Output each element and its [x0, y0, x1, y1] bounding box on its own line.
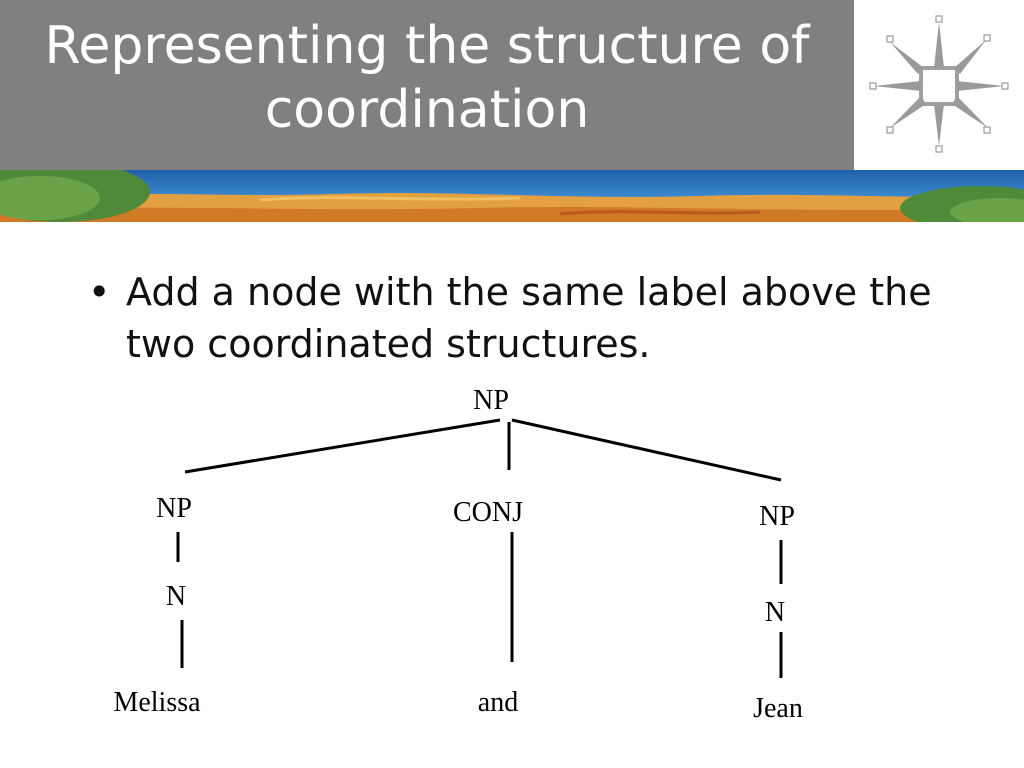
- node-conj: CONJ: [453, 497, 523, 528]
- slide-title-line-1: Representing the structure of: [44, 16, 810, 76]
- coordination-tree-diagram: NP NP CONJ NP N N Melissa and Jean: [113, 385, 803, 724]
- bullet-marker: •: [88, 270, 111, 314]
- leaf-jean: Jean: [753, 693, 803, 724]
- node-left-np: NP: [156, 493, 192, 524]
- node-root-np: NP: [473, 385, 509, 416]
- slide-title-line-2: coordination: [264, 80, 590, 140]
- node-left-n: N: [166, 581, 186, 612]
- leaf-melissa: Melissa: [113, 687, 201, 718]
- edge-root-to-left-np: [184, 418, 501, 474]
- slide-title: Representing the structure of coordinati…: [0, 14, 854, 142]
- leaf-and: and: [478, 687, 518, 718]
- logo-panel: [854, 0, 1024, 170]
- bullet-text: Add a node with the same label above the…: [126, 270, 932, 366]
- title-bar: Representing the structure of coordinati…: [0, 0, 854, 170]
- node-right-n: N: [765, 597, 785, 628]
- node-right-np: NP: [759, 501, 795, 532]
- landscape-banner: [0, 170, 1024, 222]
- edge-root-to-right-np: [511, 418, 782, 482]
- compass-star-logo-icon: [869, 15, 1009, 153]
